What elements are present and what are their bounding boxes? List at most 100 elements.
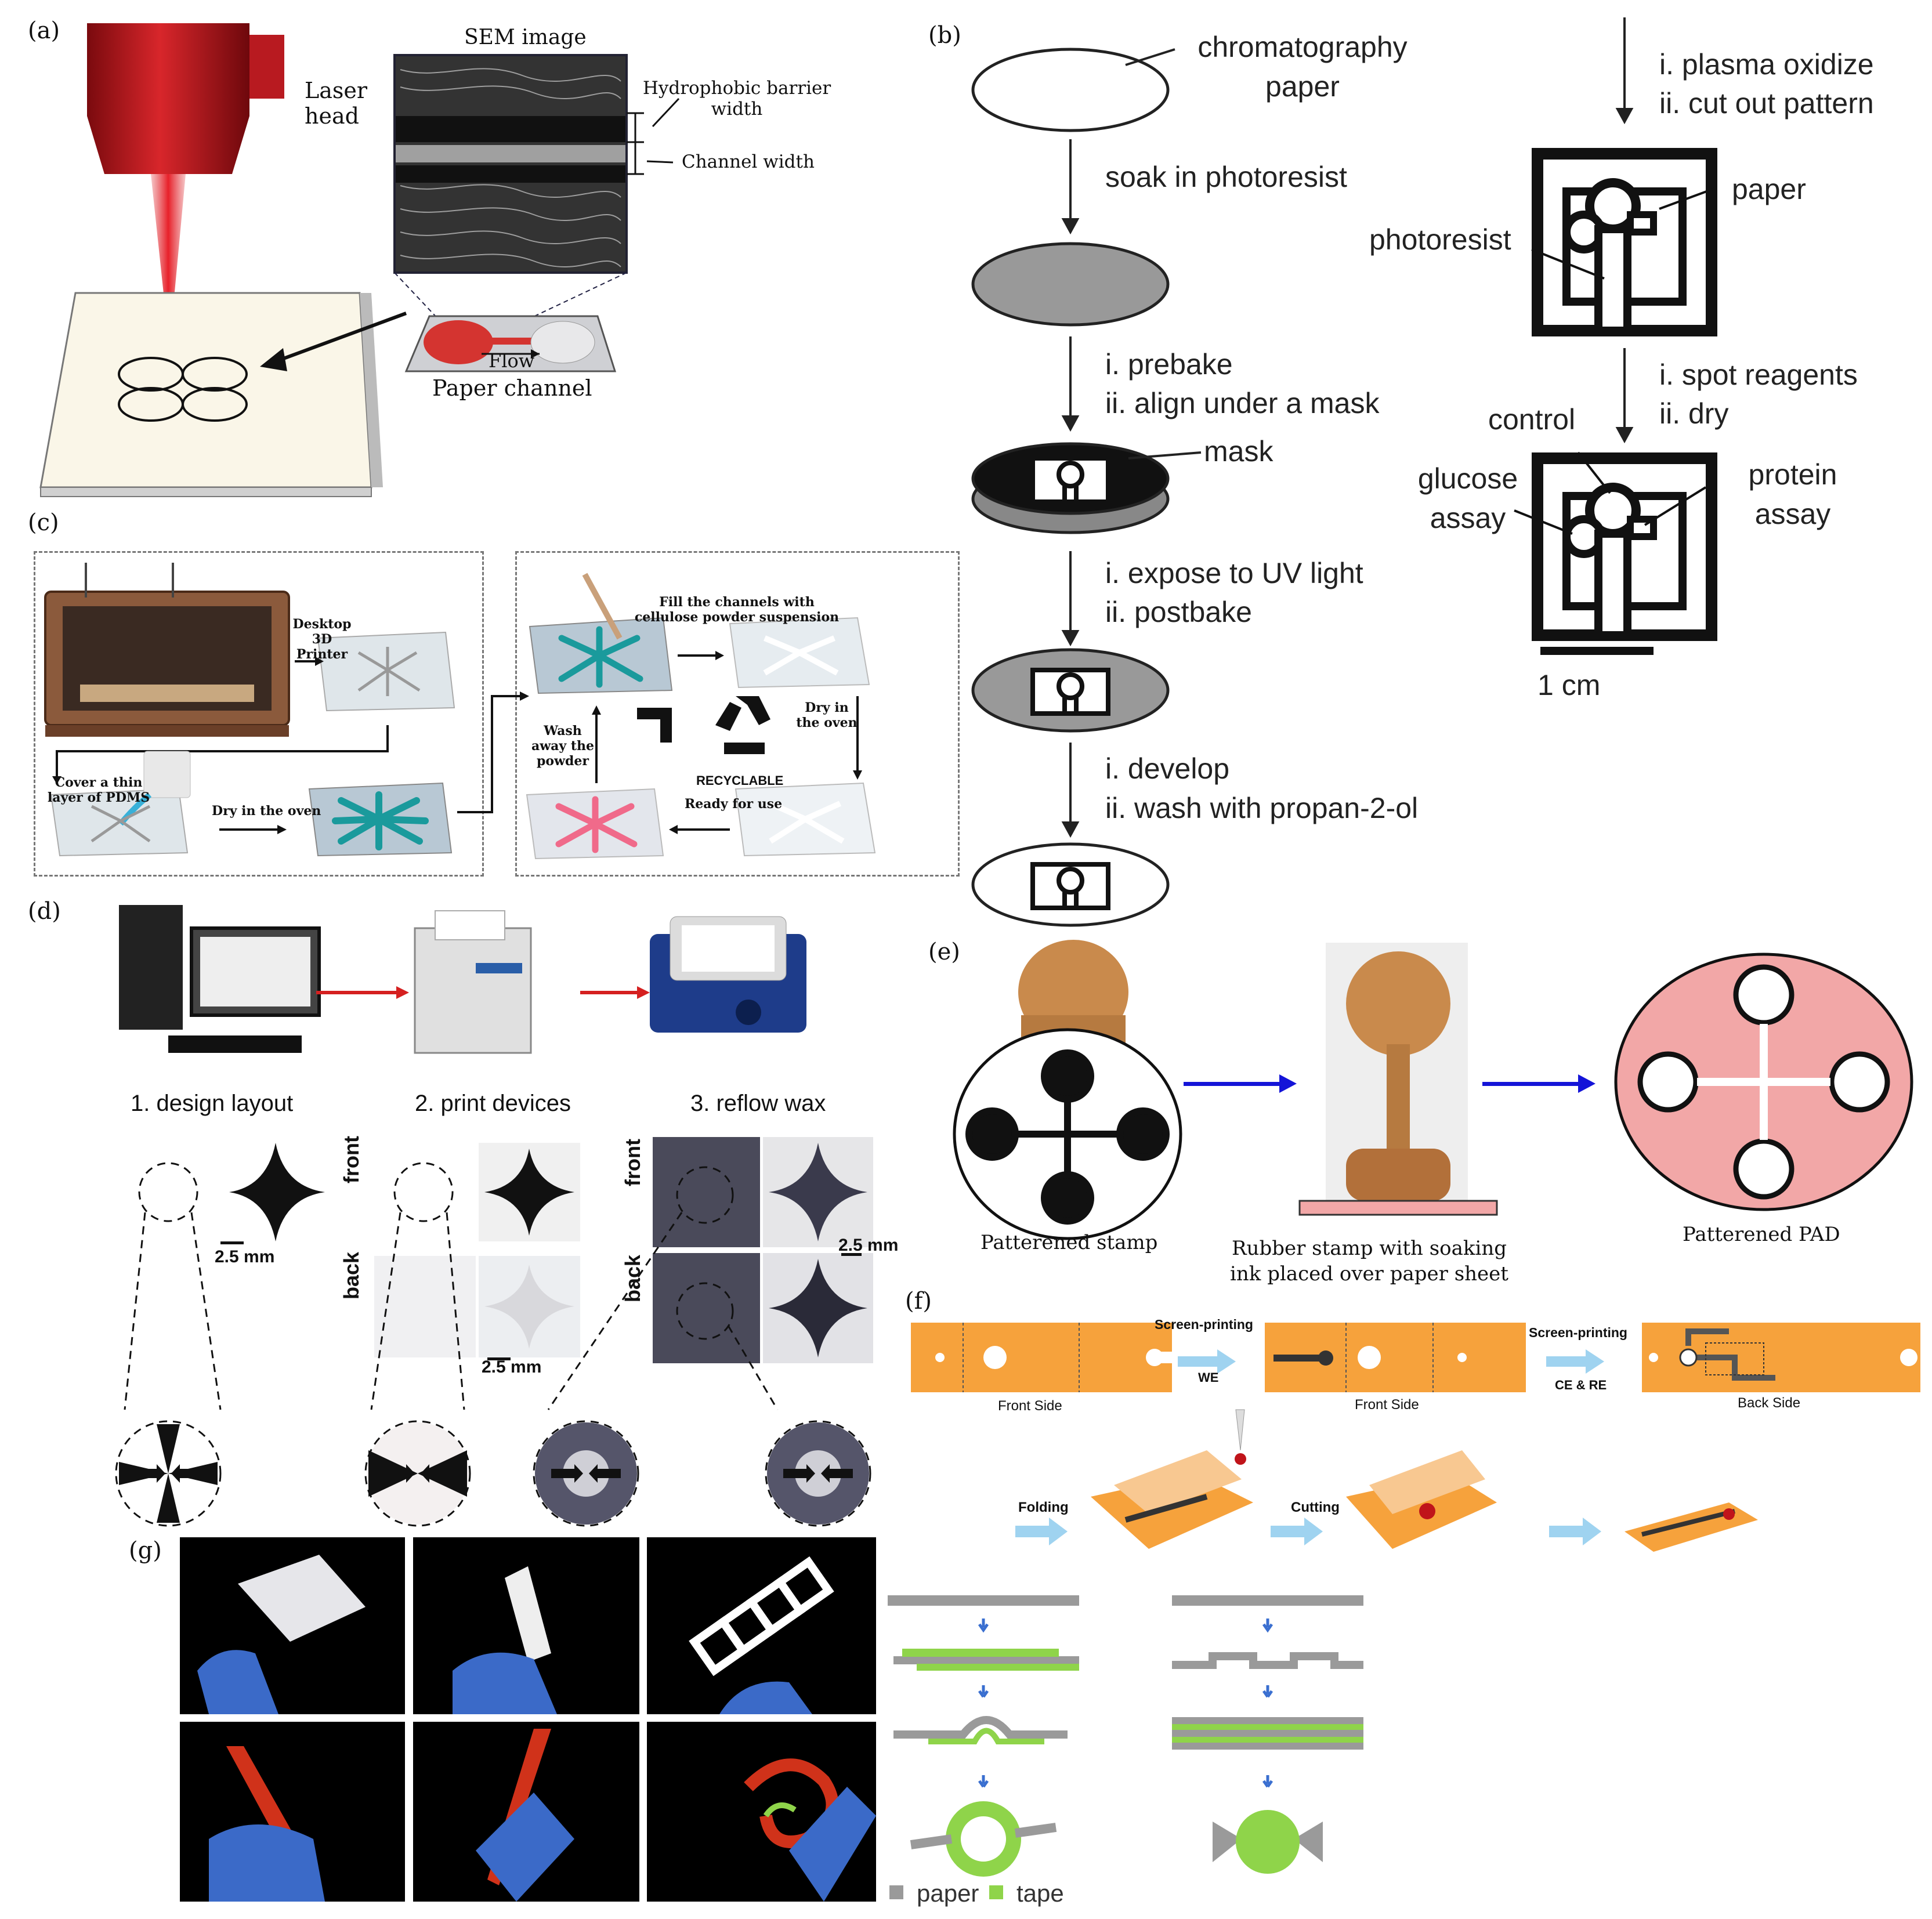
control-label: control	[1488, 403, 1576, 436]
chip-pdms	[50, 751, 191, 857]
tap-icon	[637, 708, 672, 743]
device-large-1	[1531, 148, 1717, 336]
soaked-disc	[971, 242, 1170, 327]
laser-cutter-illustration	[39, 23, 680, 497]
chip-white-2	[729, 617, 870, 689]
print-devices-label: 2. print devices	[415, 1091, 571, 1116]
ce-re-label: CE & RE	[1555, 1378, 1607, 1392]
chip-white-1	[317, 631, 455, 712]
ready-label: Ready for use	[685, 796, 783, 812]
stamp-label: Patterened stamp	[981, 1231, 1158, 1254]
fill-label: Fill the channels with cellulose powder …	[634, 595, 840, 625]
front-label-1: front	[339, 1136, 363, 1183]
rubber-label: Rubber stamp with soaking ink placed ove…	[1230, 1237, 1508, 1286]
wash-label: Wash away the powder	[531, 723, 595, 769]
plasma-label: i. plasma oxidize	[1659, 48, 1874, 81]
left-process-box	[34, 551, 484, 877]
we-label: WE	[1198, 1370, 1219, 1385]
panel-label-g: (g)	[129, 1537, 162, 1564]
prebake-label: i. prebake	[1105, 348, 1233, 381]
screen-printing-label-2: Screen-printing	[1529, 1325, 1627, 1340]
chip-teal-1	[308, 782, 453, 857]
computer-tower	[119, 905, 183, 1030]
printer-label: Desktop 3D Printer	[292, 617, 352, 662]
photolithography-diagram	[971, 17, 1717, 927]
panel-label-a: (a)	[28, 17, 60, 44]
device-symbol	[1030, 456, 1110, 504]
panel-label-d: (d)	[28, 898, 61, 925]
back-label-2: back	[621, 1254, 645, 1302]
zoom-circle-3	[535, 1422, 637, 1525]
screen-printing-label-1: Screen-printing	[1155, 1317, 1253, 1332]
scale-label-2: 2.5 mm	[482, 1357, 542, 1377]
postbake-label: ii. postbake	[1105, 596, 1252, 628]
align-label: ii. align under a mask	[1105, 387, 1380, 419]
chromatography-label: chromatography paper	[1197, 31, 1408, 103]
red-reservoir	[424, 320, 493, 364]
glucose-label: glucose assay	[1417, 462, 1518, 534]
panel-label-c: (c)	[28, 509, 59, 536]
wash-label: ii. wash with propan-2-ol	[1105, 792, 1419, 824]
tape-diagram-right	[1172, 1595, 1363, 1874]
electrode-fabrication	[911, 1323, 1920, 1552]
reflow-wax	[653, 1137, 873, 1363]
mask-label: mask	[1204, 435, 1273, 468]
front-label-2: front	[621, 1139, 645, 1186]
device-symbol	[1030, 668, 1110, 716]
paper-legend-label: paper	[917, 1880, 979, 1907]
sem-image	[393, 54, 628, 274]
paper-disc	[971, 48, 1170, 132]
chip-teal-2	[529, 573, 673, 694]
folding-label: Folding	[1018, 1500, 1069, 1515]
cut-label: ii. cut out pattern	[1659, 87, 1874, 120]
tape-legend-label: tape	[1016, 1880, 1064, 1907]
develop-label: i. develop	[1105, 752, 1230, 785]
design-layout-label: 1. design layout	[131, 1091, 294, 1116]
spot-label: i. spot reagents	[1659, 359, 1858, 391]
flow-label: Flow	[489, 350, 535, 372]
zoom-circle-1	[117, 1422, 219, 1525]
soak-label: soak in photoresist	[1105, 161, 1347, 193]
3d-print-process	[44, 563, 876, 860]
back-side-label: Back Side	[1738, 1395, 1801, 1411]
origami-photos-and-diagram	[180, 1537, 1363, 1902]
front-side-label-2: Front Side	[1355, 1397, 1419, 1413]
wax-printing-process	[70, 905, 873, 1527]
dry-label: Dry in the oven	[796, 700, 858, 730]
uv-label: i. expose to UV light	[1105, 557, 1363, 589]
arrow	[272, 312, 407, 364]
paper-channel-label: Paper channel	[432, 375, 592, 401]
dry-label: ii. dry	[1659, 397, 1729, 430]
scale-bar	[1540, 647, 1654, 655]
recycle-icon	[715, 696, 770, 754]
barrier-width-label: Hydrophobic barrier width	[642, 78, 831, 120]
scale-label: 1 cm	[1537, 669, 1601, 701]
panel-label-f: (f)	[905, 1288, 932, 1315]
keyboard	[168, 1035, 302, 1053]
device-symbol	[1030, 862, 1110, 910]
sem-image-label: SEM image	[464, 26, 587, 49]
zoom-circle-2	[367, 1422, 469, 1525]
chip-white-3	[735, 782, 876, 857]
laser-printer	[414, 927, 532, 1054]
reflow-wax-label: 3. reflow wax	[690, 1091, 826, 1116]
panel-label-e: (e)	[928, 939, 960, 965]
cover-label: Cover a thin layer of PDMS	[47, 775, 150, 805]
pad-label: Patterened PAD	[1683, 1223, 1840, 1246]
strip-1	[911, 1323, 1172, 1392]
print-devices	[325, 1094, 580, 1357]
laser-pattern	[118, 357, 248, 422]
panel-label-b: (b)	[928, 22, 961, 49]
laser-head-body	[87, 23, 249, 116]
laser-head-label: Laser head	[305, 78, 368, 129]
right-process-box	[515, 551, 960, 877]
tape-diagram-left	[888, 1595, 1079, 1877]
recyclable-label: RECYCLABLE	[696, 773, 784, 788]
cutting-label: Cutting	[1291, 1500, 1340, 1515]
channel-width-label: Channel width	[682, 151, 815, 172]
photoresist-label: photoresist	[1369, 223, 1511, 256]
protein-label: protein assay	[1748, 458, 1837, 530]
back-label-1: back	[339, 1251, 363, 1299]
device-large-2	[1514, 451, 1717, 641]
scale-label-1: 2.5 mm	[215, 1247, 275, 1266]
